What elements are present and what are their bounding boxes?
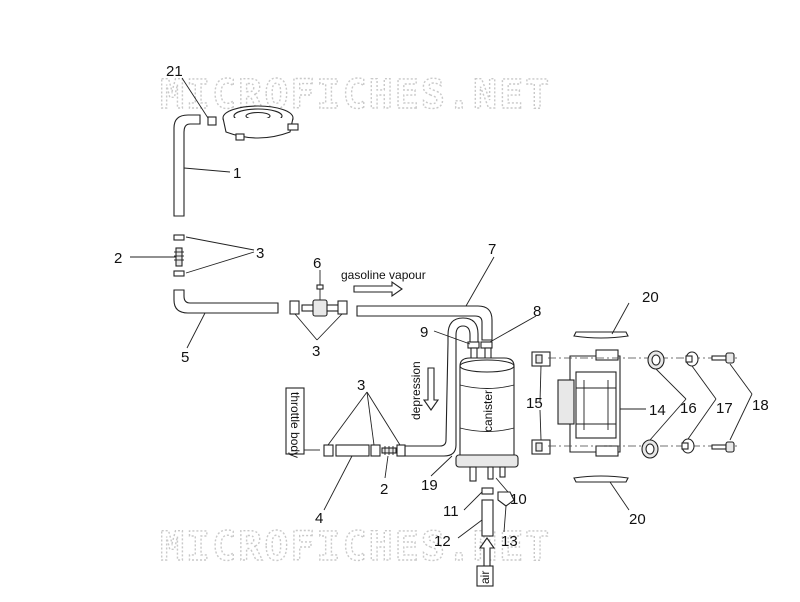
callout-21: 21 bbox=[166, 63, 183, 80]
callout-15: 15 bbox=[526, 395, 543, 412]
air-label-box bbox=[476, 565, 494, 587]
callout-20-upper: 20 bbox=[642, 289, 659, 306]
clip-15-lower bbox=[531, 439, 551, 455]
clamp-8 bbox=[480, 341, 493, 349]
callout-7: 7 bbox=[488, 241, 496, 258]
clamp-3-lower bbox=[173, 270, 185, 277]
callout-12: 12 bbox=[434, 533, 451, 550]
clamp-9 bbox=[467, 341, 480, 349]
callout-3-upper: 3 bbox=[256, 245, 264, 262]
strap-20-lower bbox=[573, 475, 629, 483]
clamp-3-valve-right bbox=[337, 300, 348, 315]
clamp-11 bbox=[481, 487, 494, 495]
hose-7 bbox=[356, 305, 493, 341]
throttle-body-box bbox=[285, 387, 305, 455]
callout-5: 5 bbox=[181, 349, 189, 366]
grommet-16-upper bbox=[647, 350, 665, 370]
bracket-14 bbox=[557, 349, 621, 457]
callout-2-lower: 2 bbox=[380, 481, 388, 498]
callout-9: 9 bbox=[420, 324, 428, 341]
clamp-3-upper bbox=[173, 234, 185, 241]
screw-18-lower bbox=[711, 441, 735, 453]
callout-1: 1 bbox=[233, 165, 241, 182]
air-label: air bbox=[478, 571, 492, 584]
callout-4: 4 bbox=[315, 510, 323, 527]
depression-label: depression bbox=[409, 361, 423, 420]
clamp-3-throttle bbox=[323, 444, 334, 457]
canister-10 bbox=[455, 347, 519, 482]
leader-lines bbox=[130, 77, 753, 539]
callout-16: 16 bbox=[680, 400, 697, 417]
clip-15-upper bbox=[531, 351, 551, 367]
bushing-17-upper bbox=[685, 351, 699, 367]
air-inlet-arrow bbox=[478, 537, 496, 567]
callout-11: 11 bbox=[443, 503, 459, 520]
callout-3-valve: 3 bbox=[312, 343, 320, 360]
watermark-top: MICROFICHES.NET bbox=[160, 72, 551, 118]
depression-arrow bbox=[422, 367, 440, 411]
strap-20-upper bbox=[573, 331, 629, 339]
hose-19 bbox=[404, 317, 479, 457]
grommet-16-lower bbox=[641, 439, 659, 459]
callout-6: 6 bbox=[313, 255, 321, 272]
hose-12 bbox=[481, 499, 494, 537]
callout-18: 18 bbox=[752, 397, 769, 414]
callout-2-upper: 2 bbox=[114, 250, 122, 267]
hose-5 bbox=[173, 289, 279, 314]
fuel-tank-breather-cap bbox=[222, 105, 299, 141]
screw-18-upper bbox=[711, 352, 735, 364]
check-valve-6 bbox=[301, 284, 341, 317]
callout-14: 14 bbox=[649, 402, 666, 419]
clamp-21 bbox=[207, 116, 217, 126]
clamp-3-valve-left bbox=[289, 300, 300, 315]
hose-4 bbox=[335, 444, 370, 457]
callout-10: 10 bbox=[510, 491, 527, 508]
callout-20-lower: 20 bbox=[629, 511, 646, 528]
bushing-17-lower bbox=[681, 438, 695, 454]
callout-numbers: 21 1 2 3 6 7 20 8 9 5 3 3 15 14 16 17 18… bbox=[114, 63, 769, 550]
hose-1 bbox=[173, 114, 201, 217]
callout-8: 8 bbox=[533, 303, 541, 320]
gasoline-vapour-arrow bbox=[353, 280, 403, 298]
clamp-3-mid bbox=[370, 444, 381, 457]
callout-19: 19 bbox=[421, 477, 438, 494]
gasoline-vapour-label: gasoline vapour bbox=[341, 268, 426, 282]
connector-2-lower bbox=[381, 446, 397, 455]
throttle-body-label: throttle body bbox=[288, 392, 302, 458]
clamp-3-right bbox=[396, 444, 406, 457]
callout-3-lower: 3 bbox=[357, 377, 365, 394]
callout-17: 17 bbox=[716, 400, 733, 417]
canister-label: canister bbox=[481, 390, 495, 432]
callout-13: 13 bbox=[501, 533, 518, 550]
